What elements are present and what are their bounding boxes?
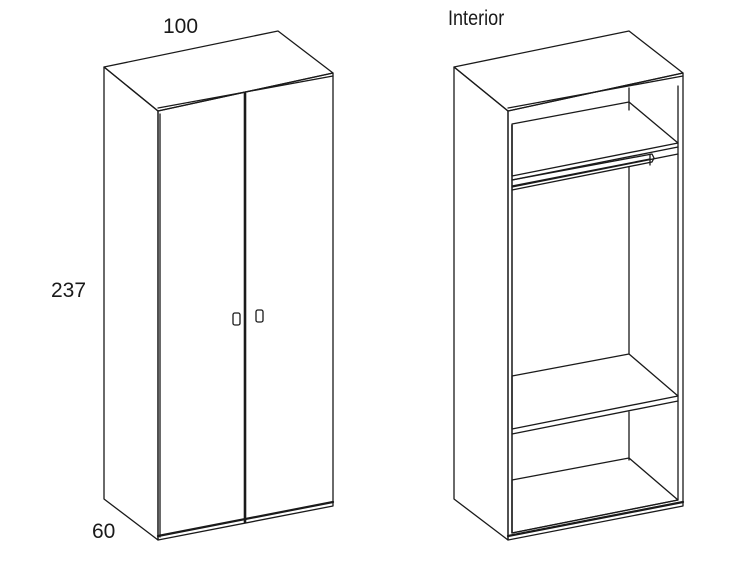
interior-view-title: Interior [448,7,505,30]
bottom-shelf-edge [508,502,683,536]
closed-front-face [158,73,333,540]
middle-shelf [512,354,678,429]
hanging-rail [512,154,654,190]
width-dimension-label: 100 [163,15,199,38]
interior-side-panel [454,67,508,540]
left-door-handle [233,313,240,325]
depth-dimension-label: 60 [92,520,116,543]
height-dimension-label: 237 [51,279,87,302]
hanging-rail-inner [512,159,650,186]
bottom-shelf [512,458,678,533]
interior-opening [512,86,678,533]
middle-shelf-front [512,401,678,434]
upper-shelf [512,102,678,176]
interior-top-face [454,31,683,111]
right-door-handle [256,310,263,322]
interior-front-frame [508,73,683,540]
